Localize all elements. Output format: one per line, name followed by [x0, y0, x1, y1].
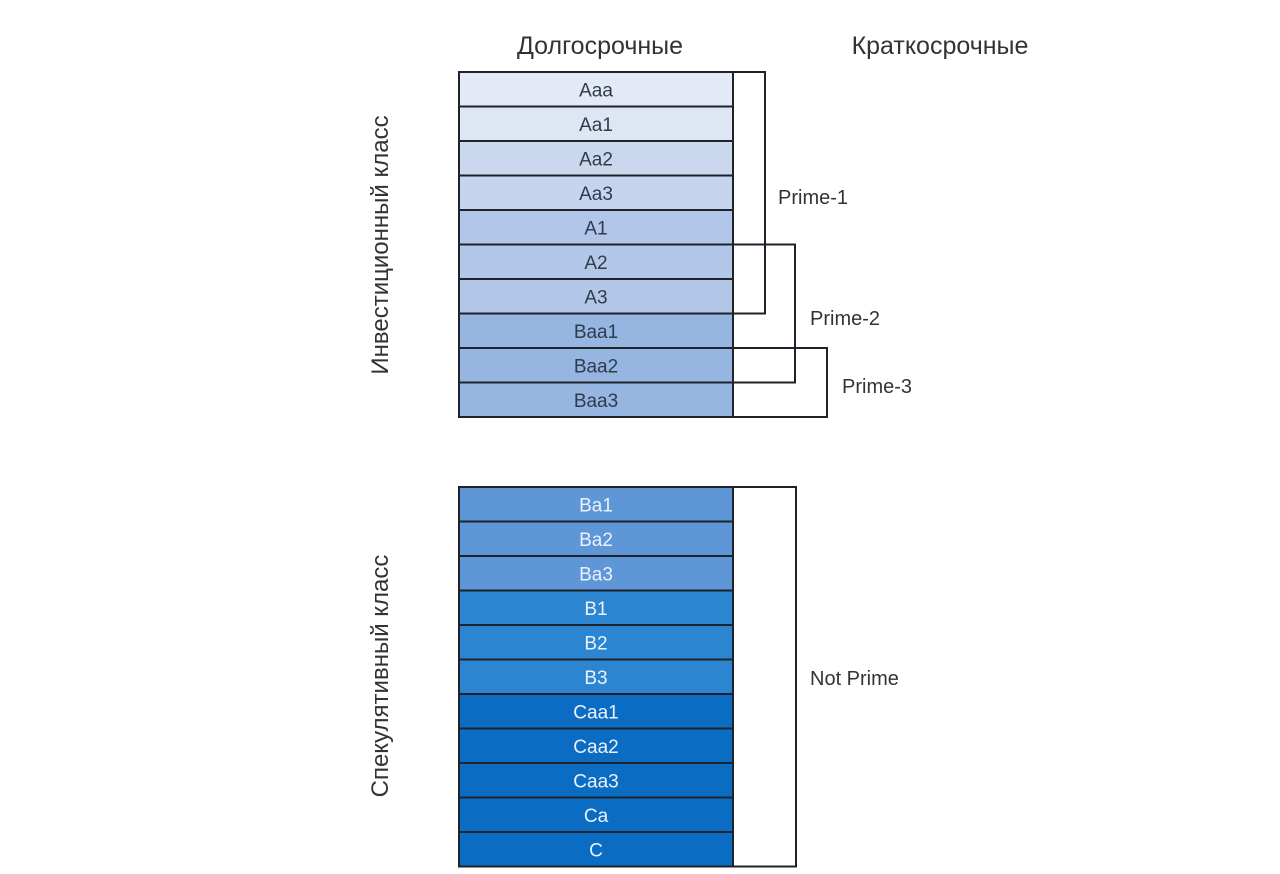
bracket-not-prime: Not Prime — [733, 486, 899, 868]
rating-label: Caa3 — [573, 771, 618, 792]
short-term-rating-label: Prime-1 — [778, 187, 848, 209]
rating-row-caa1: Caa1 — [458, 693, 734, 730]
investment-grade-label: Инвестиционный класс — [367, 115, 394, 374]
rating-label: Aa2 — [579, 149, 613, 170]
rating-cell — [458, 486, 734, 523]
rating-row-c: C — [458, 831, 734, 868]
rating-row-baa2: Baa2 — [458, 347, 734, 384]
header-long-term: Долгосрочные — [517, 32, 683, 60]
bracket-prime-2: Prime-2 — [733, 243, 880, 384]
rating-row-a1: A1 — [458, 209, 734, 246]
rating-row-b1: B1 — [458, 589, 734, 626]
rating-label: Aa3 — [579, 184, 613, 205]
rating-label: A1 — [584, 218, 607, 239]
rating-cell — [458, 589, 734, 626]
rating-label: Baa2 — [574, 356, 618, 377]
rating-label: B2 — [584, 633, 607, 654]
rating-row-b3: B3 — [458, 658, 734, 695]
short-term-rating-label: Prime-3 — [842, 376, 912, 398]
rating-row-ba2: Ba2 — [458, 520, 734, 557]
short-term-rating-label: Prime-2 — [810, 308, 880, 330]
rating-cell — [458, 243, 734, 280]
rating-row-a3: A3 — [458, 278, 734, 315]
rating-label: Ba3 — [579, 564, 613, 585]
header-short-term: Краткосрочные — [852, 32, 1029, 60]
rating-cell — [458, 796, 734, 833]
rating-label: A2 — [584, 253, 607, 274]
rating-row-ba3: Ba3 — [458, 555, 734, 592]
rating-row-caa2: Caa2 — [458, 727, 734, 764]
rating-row-aa2: Aa2 — [458, 140, 734, 177]
rating-label: Baa3 — [574, 391, 618, 412]
rating-cell — [458, 693, 734, 730]
rating-cell — [458, 312, 734, 349]
rating-row-baa1: Baa1 — [458, 312, 734, 349]
rating-row-aa3: Aa3 — [458, 174, 734, 211]
rating-row-baa3: Baa3 — [458, 381, 734, 418]
rating-cell — [458, 174, 734, 211]
rating-row-a2: A2 — [458, 243, 734, 280]
rating-cell — [458, 762, 734, 799]
rating-cell — [458, 381, 734, 418]
rating-row-ca: Ca — [458, 796, 734, 833]
rating-label: B3 — [584, 668, 607, 689]
rating-label: B1 — [584, 599, 607, 620]
rating-label: Ba1 — [579, 495, 613, 516]
rating-row-b2: B2 — [458, 624, 734, 661]
speculative-grade-label: Спекулятивный класс — [367, 555, 394, 798]
rating-row-caa3: Caa3 — [458, 762, 734, 799]
rating-cell — [458, 105, 734, 142]
rating-label: Aaa — [579, 80, 613, 101]
rating-cell — [458, 658, 734, 695]
rating-label: Ca — [584, 806, 609, 827]
rating-label: Baa1 — [574, 322, 618, 343]
rating-cell — [458, 831, 734, 868]
rating-cell — [458, 520, 734, 557]
rating-label: C — [589, 840, 603, 861]
short-term-rating-label: Not Prime — [810, 668, 899, 690]
rating-label: Caa1 — [573, 702, 618, 723]
rating-label: Caa2 — [573, 737, 618, 758]
rating-label: Aa1 — [579, 115, 613, 136]
rating-row-aa1: Aa1 — [458, 105, 734, 142]
rating-row-aaa: Aaa — [458, 71, 734, 108]
rating-label: A3 — [584, 287, 607, 308]
rating-row-ba1: Ba1 — [458, 486, 734, 523]
rating-label: Ba2 — [579, 530, 613, 551]
rating-cell — [458, 727, 734, 764]
bracket-prime-3: Prime-3 — [733, 347, 912, 418]
rating-cell — [458, 71, 734, 108]
bracket-prime-1: Prime-1 — [733, 71, 848, 315]
